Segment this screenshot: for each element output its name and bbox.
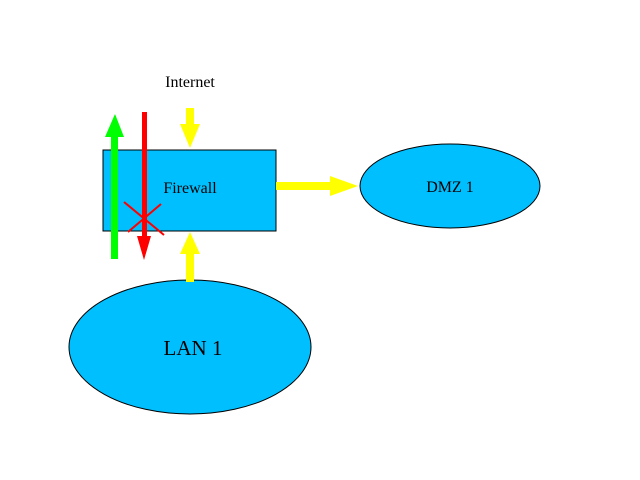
firewall-label: Firewall	[163, 180, 217, 197]
dmz-node: DMZ 1	[359, 143, 541, 229]
blocked-cross-icon	[123, 201, 165, 236]
arrow-outbound-green	[105, 114, 124, 259]
lan-label: LAN 1	[164, 336, 223, 360]
firewall-box	[102, 149, 277, 232]
firewall-node: Firewall	[102, 149, 277, 232]
dmz-ellipse	[359, 143, 541, 229]
arrow-lan-to-firewall	[180, 232, 200, 282]
arrow-internet-to-firewall	[180, 108, 200, 148]
arrow-blocked-red	[137, 112, 151, 260]
dmz-label: DMZ 1	[426, 179, 474, 196]
lan-node: LAN 1	[68, 279, 312, 415]
internet-label: Internet	[165, 74, 215, 91]
arrow-firewall-to-dmz	[276, 176, 358, 196]
